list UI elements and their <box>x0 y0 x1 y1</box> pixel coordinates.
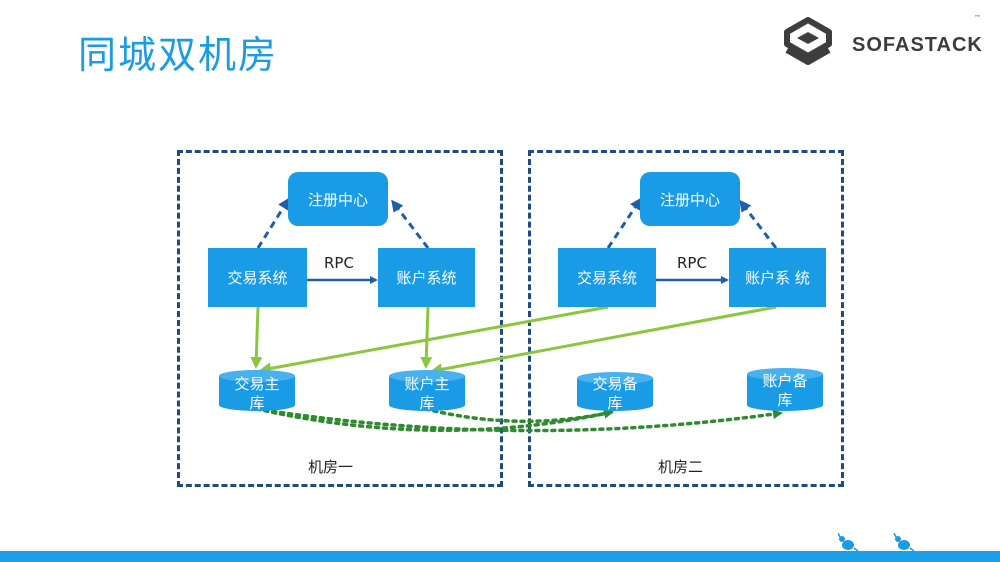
registry-center-1: 注册中心 <box>288 172 388 226</box>
room-1-label: 机房一 <box>308 458 354 476</box>
account-system-2: 账户系 统 <box>729 248 826 307</box>
brand-name: SOFASTACK <box>852 34 983 56</box>
rpc-label-2: RPC <box>677 254 707 272</box>
db-trade-backup-label: 交易备 库 <box>577 375 653 413</box>
db-account-primary-label: 账户主 库 <box>389 375 465 413</box>
db-account-backup-line2: 库 <box>777 391 793 409</box>
trade-system-1: 交易系统 <box>208 248 307 307</box>
footer-bar <box>0 551 1000 562</box>
db-account-primary-line1: 账户主 <box>404 375 450 393</box>
registry-center-2: 注册中心 <box>640 172 740 226</box>
ant-mascot-icon <box>838 533 915 552</box>
room-2-label: 机房二 <box>658 458 704 476</box>
db-account-primary-line2: 库 <box>419 394 435 412</box>
db-trade-primary-label: 交易主 库 <box>219 375 295 413</box>
trade-system-2: 交易系统 <box>558 248 656 307</box>
db-trade-backup-line2: 库 <box>607 394 623 412</box>
db-account-backup-label: 账户备 库 <box>747 372 823 410</box>
rpc-label-1: RPC <box>324 254 354 272</box>
account-system-1: 账户系统 <box>378 248 475 307</box>
db-trade-primary-line2: 库 <box>249 394 265 412</box>
sofastack-logo-icon <box>784 17 832 65</box>
page-title: 同城双机房 <box>78 33 279 77</box>
db-trade-backup-line1: 交易备 <box>592 375 638 393</box>
trademark: ™ <box>974 14 981 22</box>
db-trade-primary-line1: 交易主 <box>234 375 280 393</box>
db-account-backup-line1: 账户备 <box>762 372 808 390</box>
